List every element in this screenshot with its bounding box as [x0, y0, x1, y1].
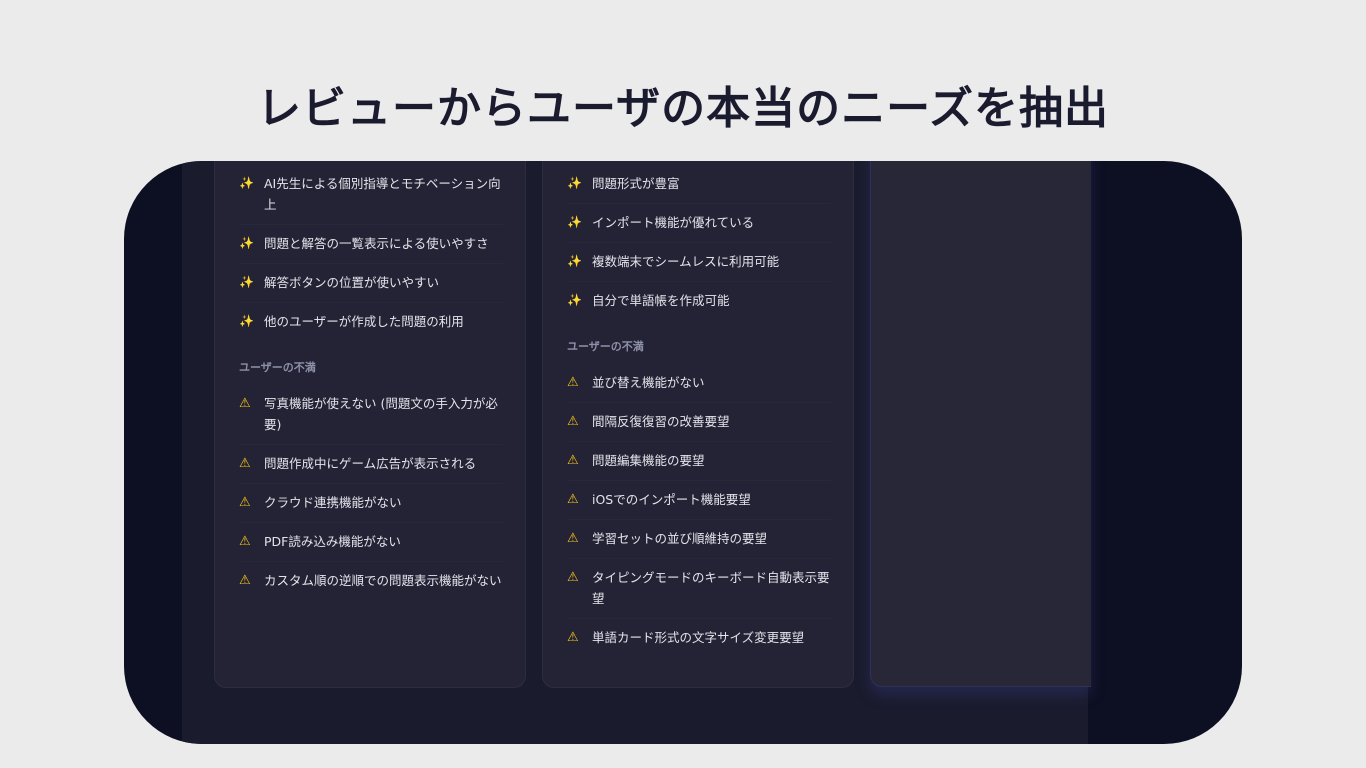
item-text: 問題と解答の一覧表示による使いやすさ — [264, 236, 489, 251]
warning-icon: ⚠ — [239, 573, 251, 588]
negatives-list: ⚠ 並び替え機能がない ⚠ 間隔反復復習の改善要望 ⚠ 問題編集機能の要望 ⚠ iOSでのイン… — [567, 364, 831, 657]
item-text: 問題形式が豊富 — [592, 176, 680, 191]
positives-list: ✨ AI先生による個別指導とモチベーション向上 ✨ 問題と解答の一覧表示による使いやす… — [239, 165, 503, 341]
item-text: 他のユーザーが作成した問題の利用 — [264, 314, 464, 329]
item-text: 写真機能が使えない (問題文の手入力が必要) — [264, 396, 498, 432]
list-item: ✨ 自分で単語帳を作成可能 — [567, 282, 831, 320]
list-item: ⚠ 問題編集機能の要望 — [567, 442, 831, 481]
section-heading: ユーザーの不満 — [239, 361, 316, 374]
item-text: クラウド連携機能がない — [264, 495, 402, 510]
list-item: ✨ 他のユーザーが作成した問題の利用 — [239, 303, 503, 341]
page-title: レビューからユーザの本当のニーズを抽出 — [257, 83, 1109, 134]
sparkles-icon: ✨ — [239, 236, 254, 250]
list-item: ⚠ 問題作成中にゲーム広告が表示される — [239, 445, 503, 484]
positives-list: ✨ 問題形式が豊富 ✨ インポート機能が優れている ✨ 複数端末でシームレスに利用可能 ✨ 自… — [567, 165, 831, 320]
sparkles-icon: ✨ — [567, 215, 582, 229]
item-text: 解答ボタンの位置が使いやすい — [264, 275, 440, 290]
warning-icon: ⚠ — [567, 630, 579, 645]
item-text: インポート機能が優れている — [592, 215, 755, 230]
warning-icon: ⚠ — [567, 414, 579, 429]
sparkles-icon: ✨ — [567, 176, 582, 190]
list-item: ✨ 解答ボタンの位置が使いやすい — [239, 264, 503, 303]
item-text: 学習セットの並び順維持の要望 — [592, 531, 768, 546]
review-card-3 — [870, 161, 1091, 687]
list-item: ⚠ 並び替え機能がない — [567, 364, 831, 403]
item-text: 問題作成中にゲーム広告が表示される — [264, 456, 477, 471]
warning-icon: ⚠ — [567, 492, 579, 507]
item-text: AI先生による個別指導とモチベーション向上 — [264, 176, 501, 212]
list-item: ⚠ カスタム順の逆順での問題表示機能がない — [239, 562, 503, 600]
item-text: 間隔反復復習の改善要望 — [592, 414, 730, 429]
list-item: ⚠ iOSでのインポート機能要望 — [567, 481, 831, 520]
list-item: ⚠ タイピングモードのキーボード自動表示要望 — [567, 559, 831, 619]
item-text: 単語カード形式の文字サイズ変更要望 — [592, 630, 805, 645]
warning-icon: ⚠ — [567, 375, 579, 390]
device-frame: ✨ AI先生による個別指導とモチベーション向上 ✨ 問題と解答の一覧表示による使いやす… — [124, 161, 1242, 744]
sparkles-icon: ✨ — [567, 293, 582, 307]
item-text: カスタム順の逆順での問題表示機能がない — [264, 573, 502, 588]
section-heading: ユーザーの不満 — [567, 340, 644, 353]
list-item: ⚠ クラウド連携機能がない — [239, 484, 503, 523]
warning-icon: ⚠ — [239, 456, 251, 471]
sparkles-icon: ✨ — [239, 314, 254, 328]
item-text: 問題編集機能の要望 — [592, 453, 705, 468]
list-item: ✨ 問題形式が豊富 — [567, 165, 831, 204]
content-panel: ✨ AI先生による個別指導とモチベーション向上 ✨ 問題と解答の一覧表示による使いやす… — [182, 161, 1091, 744]
list-item: ✨ 問題と解答の一覧表示による使いやすさ — [239, 225, 503, 264]
warning-icon: ⚠ — [239, 534, 251, 549]
list-item: ✨ インポート機能が優れている — [567, 204, 831, 243]
list-item: ⚠ PDF読み込み機能がない — [239, 523, 503, 562]
list-item: ⚠ 学習セットの並び順維持の要望 — [567, 520, 831, 559]
item-text: タイピングモードのキーボード自動表示要望 — [592, 570, 830, 606]
sparkles-icon: ✨ — [239, 275, 254, 289]
list-item: ⚠ 間隔反復復習の改善要望 — [567, 403, 831, 442]
list-item: ⚠ 写真機能が使えない (問題文の手入力が必要) — [239, 385, 503, 445]
item-text: iOSでのインポート機能要望 — [592, 492, 751, 507]
review-card-1: ✨ AI先生による個別指導とモチベーション向上 ✨ 問題と解答の一覧表示による使いやす… — [214, 161, 526, 688]
item-text: PDF読み込み機能がない — [264, 534, 401, 549]
list-item: ✨ AI先生による個別指導とモチベーション向上 — [239, 165, 503, 225]
sparkles-icon: ✨ — [567, 254, 582, 268]
warning-icon: ⚠ — [567, 453, 579, 468]
negatives-list: ⚠ 写真機能が使えない (問題文の手入力が必要) ⚠ 問題作成中にゲーム広告が表示され… — [239, 385, 503, 600]
warning-icon: ⚠ — [567, 531, 579, 546]
warning-icon: ⚠ — [567, 570, 579, 585]
item-text: 複数端末でシームレスに利用可能 — [592, 254, 780, 269]
warning-icon: ⚠ — [239, 495, 251, 510]
item-text: 並び替え機能がない — [592, 375, 705, 390]
list-item: ✨ 複数端末でシームレスに利用可能 — [567, 243, 831, 282]
sparkles-icon: ✨ — [239, 176, 254, 190]
list-item: ⚠ 単語カード形式の文字サイズ変更要望 — [567, 619, 831, 657]
item-text: 自分で単語帳を作成可能 — [592, 293, 730, 308]
review-card-2: ✨ 問題形式が豊富 ✨ インポート機能が優れている ✨ 複数端末でシームレスに利用可能 ✨ 自… — [542, 161, 854, 688]
warning-icon: ⚠ — [239, 396, 251, 411]
